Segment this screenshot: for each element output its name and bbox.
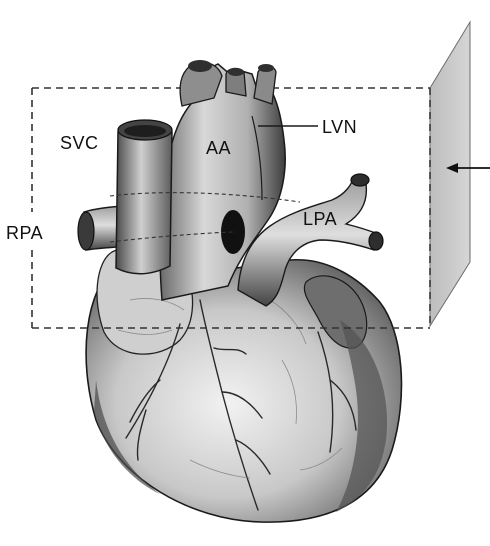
label-svc: SVC [60, 133, 99, 154]
label-lpa: LPA [303, 209, 337, 230]
label-aa: AA [206, 138, 231, 159]
label-lvn: LVN [322, 117, 357, 138]
label-rpa: RPA [6, 223, 43, 244]
superior-vena-cava [116, 120, 172, 274]
imaging-plane [430, 22, 470, 326]
